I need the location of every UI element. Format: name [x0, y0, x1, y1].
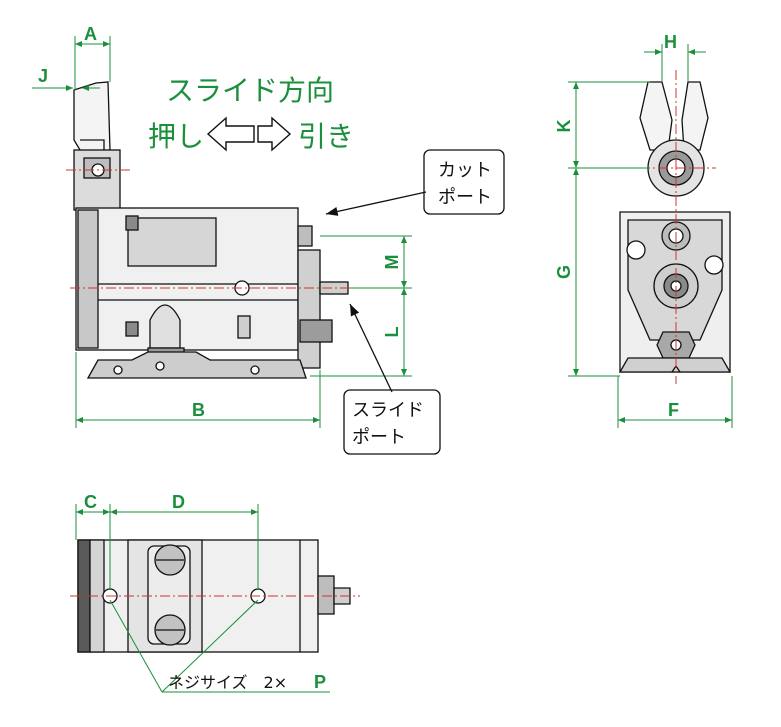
label-k: K — [554, 120, 574, 133]
side-pusher — [149, 304, 181, 349]
label-f: F — [668, 400, 679, 420]
bottom-dimensions — [75, 504, 330, 693]
label-g: G — [554, 265, 574, 279]
side-rear-plate — [297, 249, 321, 369]
side-dimensions — [32, 36, 412, 428]
front-dimensions — [568, 44, 733, 428]
side-view — [73, 81, 349, 379]
front-centerlines — [640, 70, 716, 384]
slide-direction-title: スライド方向 — [166, 74, 334, 107]
label-h: H — [664, 32, 677, 52]
slide-direction-push: 押し — [148, 120, 204, 153]
cut-port-line2: ポート — [438, 187, 492, 208]
cut-port-line1: カット — [438, 160, 492, 181]
side-base-plate — [86, 351, 307, 379]
side-centerlines — [66, 169, 360, 289]
double-arrow-icon — [206, 116, 292, 152]
slide-port-line1: スライド — [352, 400, 424, 421]
label-j: J — [38, 66, 48, 86]
cut-port-callout: カット ポート — [325, 149, 505, 216]
slide-port-callout: スライド ポート — [343, 303, 441, 455]
front-view — [618, 81, 732, 373]
label-l: L — [382, 327, 402, 338]
label-d: D — [172, 492, 185, 512]
front-left-jaw — [639, 81, 673, 151]
slide-port-line2: ポート — [352, 427, 406, 448]
screw-size-symbol: P — [314, 672, 326, 692]
label-m: M — [382, 255, 402, 270]
label-b: B — [192, 400, 205, 420]
label-a: A — [84, 24, 97, 44]
front-right-jaw — [681, 81, 709, 151]
slide-direction-pull: 引き — [298, 120, 354, 153]
label-c: C — [84, 492, 97, 512]
screw-size-text: ネジサイズ 2× — [168, 673, 287, 692]
